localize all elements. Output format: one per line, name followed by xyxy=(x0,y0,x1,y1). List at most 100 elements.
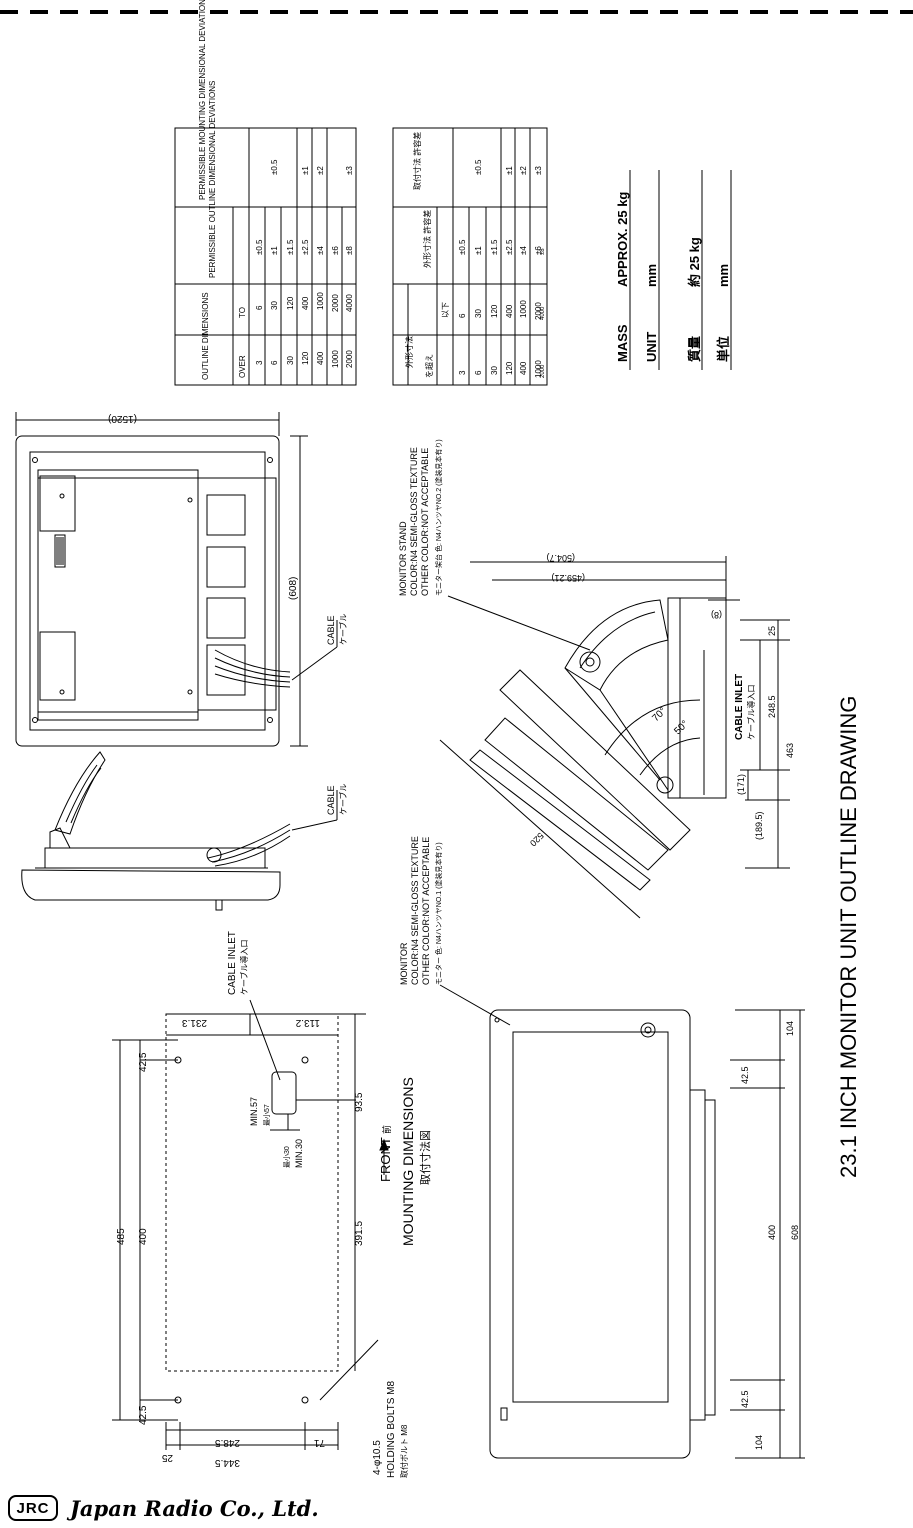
rear-view xyxy=(15,412,338,747)
jp-m3: ±2 xyxy=(519,166,528,175)
stand-dim-463: 463 xyxy=(785,743,795,758)
side-cable-en: CABLE xyxy=(326,785,336,815)
rear-cable-en: CABLE xyxy=(326,615,336,645)
mount-dim-400: 400 xyxy=(138,1228,149,1245)
monitor-label-1: MONITOR xyxy=(399,942,409,985)
jp-r7-dev: ±8 xyxy=(540,248,546,255)
mount-dim-42b: 42.5 xyxy=(138,1405,149,1425)
mount-title-en: MOUNTING DIMENSIONS xyxy=(400,1077,416,1246)
mount-dim-42a: 42.5 xyxy=(138,1052,149,1072)
rear-cable-jp: ケーブル xyxy=(338,613,348,645)
mount-dim-485: 485 xyxy=(116,1228,127,1245)
jp-r1-dev: ±0.5 xyxy=(458,239,467,255)
mount-dim-391: 391.5 xyxy=(354,1221,365,1246)
jp-r5-over: 400 xyxy=(519,361,528,375)
jp-r4-over: 120 xyxy=(505,361,514,375)
mount-front-jp: 前 xyxy=(381,1125,392,1134)
top-dashed-border xyxy=(0,10,913,14)
en-r3-over: 30 xyxy=(286,356,295,365)
en-r4-over: 120 xyxy=(301,351,310,365)
mount-min30: MIN.30 xyxy=(294,1139,304,1168)
jp-r2-dev: ±1 xyxy=(474,246,483,255)
unit-label-jp: 単位 xyxy=(716,336,731,362)
monitor-front-view xyxy=(489,1009,805,1459)
stand-dim-504: (504.7) xyxy=(546,553,575,563)
mass-value-jp: 約 25 kg xyxy=(687,237,702,287)
monitor-label-3: OTHER COLOR:NOT ACCEPTABLE xyxy=(421,837,431,985)
mount-dim-71: 71 xyxy=(313,1437,325,1448)
stand-dim-248: 248.5 xyxy=(767,695,777,718)
mass-block: MASS APPROX. 25 kg UNIT mm 質量 約 25 kg 単位… xyxy=(615,192,731,362)
en-r4-dev: ±2.5 xyxy=(301,239,310,255)
en-r7-dev: ±8 xyxy=(345,246,354,255)
stand-label-jp: モニター架台 色: N4ハンツヤNO.2 (塗装見本有り) xyxy=(434,439,443,596)
jp-r2-over: 6 xyxy=(474,370,483,375)
jp-r4-dev: ±2.5 xyxy=(505,239,514,255)
monitor-dim-608: 608 xyxy=(790,1225,800,1240)
jp-r6-over: 1000 xyxy=(534,360,543,378)
monitor-dim-42a: 42.5 xyxy=(740,1066,750,1084)
stand-dim-520: 520 xyxy=(528,831,546,849)
mount-dim-344: 344.5 xyxy=(215,1457,240,1468)
jp-r1-to: 6 xyxy=(458,313,467,318)
side-view xyxy=(21,751,338,911)
mount-dim-248: 248.5 xyxy=(215,1437,240,1448)
tolerance-table-en xyxy=(174,127,357,386)
jp-r1-over: 3 xyxy=(458,370,467,375)
unit-label-en: UNIT xyxy=(644,332,659,362)
monitor-dim-104a: 104 xyxy=(785,1021,795,1036)
jp-r4-to: 400 xyxy=(505,304,514,318)
en-r2-to: 30 xyxy=(270,301,279,310)
en-h-mount-dev: PERMISSIBLE MOUNTING DIMENSIONAL DEVIATI… xyxy=(198,0,207,200)
rear-dim-1520: (1520) xyxy=(108,413,137,424)
company-name: Japan Radio Co., Ltd. xyxy=(70,1495,319,1521)
stand-inlet-jp: ケーブル導入口 xyxy=(746,684,756,740)
mount-min30-jp: 最小30 xyxy=(282,1146,291,1168)
stand-angle-50: 50° xyxy=(672,719,690,737)
en-h-over: OVER xyxy=(238,355,247,378)
jp-r5-dev: ±4 xyxy=(519,246,528,255)
mount-dim-231: 231.3 xyxy=(182,1017,207,1028)
jp-r6-dev: ±6 xyxy=(534,246,543,255)
en-r1-dev: ±0.5 xyxy=(255,239,264,255)
mount-inlet-en: CABLE INLET xyxy=(227,931,238,995)
jp-h-mount-dev: 取付寸法 許容差 xyxy=(412,132,422,190)
monitor-dim-104b: 104 xyxy=(754,1435,764,1450)
footer: JRC Japan Radio Co., Ltd. xyxy=(8,1493,319,1523)
monitor-label-2: COLOR:N4 SEMI-GLOSS TEXTURE xyxy=(410,836,420,985)
jp-r3-to: 120 xyxy=(490,304,499,318)
jp-r7-over: 2000 xyxy=(540,364,546,378)
jp-h-over: を超え xyxy=(424,354,434,378)
monitor-dim-42b: 42.5 xyxy=(740,1390,750,1408)
en-h-to: TO xyxy=(238,307,247,318)
rear-dim-608: (608) xyxy=(288,577,299,600)
jp-h-to: 以下 xyxy=(441,302,450,318)
mass-label-en: MASS xyxy=(615,324,630,362)
en-m3: ±2 xyxy=(316,166,325,175)
stand-label-1: MONITOR STAND xyxy=(398,521,408,596)
en-r2-over: 6 xyxy=(270,360,279,365)
en-r6-to: 2000 xyxy=(331,294,340,312)
jp-h-outline: 外形寸法 xyxy=(404,336,414,368)
en-r1-to: 6 xyxy=(255,305,264,310)
side-cable-jp: ケーブル xyxy=(338,783,348,815)
mount-dim-93: 93.5 xyxy=(354,1092,365,1112)
stand-label-2: COLOR:N4 SEMI-GLOSS TEXTURE xyxy=(409,447,419,596)
stand-view xyxy=(439,556,790,1026)
en-r6-dev: ±6 xyxy=(331,246,340,255)
en-r6-over: 1000 xyxy=(331,350,340,368)
tolerance-table-jp xyxy=(392,127,548,386)
mounting-dimensions-view xyxy=(112,999,389,1450)
mount-title-jp: 取付寸法図 xyxy=(418,1130,432,1185)
mass-value-en: APPROX. 25 kg xyxy=(615,192,630,287)
jp-h-outline-dev: 外形寸法 許容差 xyxy=(422,210,432,268)
mount-dim-113: 113.2 xyxy=(295,1017,320,1028)
stand-dim-171: (171) xyxy=(736,774,746,795)
jp-m2: ±1 xyxy=(505,166,514,175)
jp-m1: ±0.5 xyxy=(474,159,483,175)
jp-r3-dev: ±1.5 xyxy=(490,239,499,255)
jp-r7-to: 4000 xyxy=(540,306,546,320)
en-r5-dev: ±4 xyxy=(316,246,325,255)
en-r7-over: 2000 xyxy=(345,350,354,368)
stand-label-3: OTHER COLOR:NOT ACCEPTABLE xyxy=(420,448,430,596)
